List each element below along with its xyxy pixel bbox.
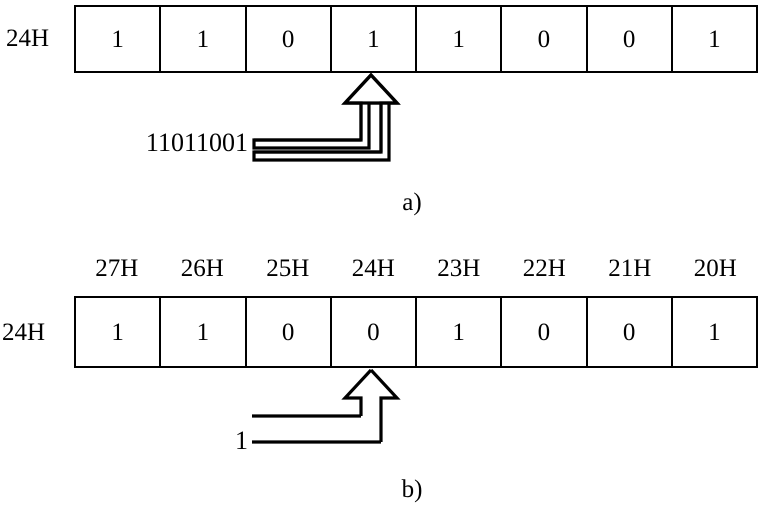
panel-b-row-label: 24H xyxy=(2,319,46,346)
panel-a-arrow-lower-connector xyxy=(252,72,401,162)
panel-a-bit-cell-6: 0 xyxy=(588,7,673,71)
panel-b-bit-cell-6: 0 xyxy=(588,298,673,366)
panel-a-arrow-upper-connector xyxy=(252,72,401,150)
panel-b-bit-cell-1: 1 xyxy=(161,298,247,366)
panel-a-caption: a) xyxy=(402,189,422,216)
panel-b-arrow-right-edge xyxy=(369,368,401,442)
panel-a-byte-table: 1 1 0 1 1 0 0 1 xyxy=(74,5,758,73)
panel-b-bit-cell-2: 0 xyxy=(247,298,332,366)
panel-a-row-label: 24H xyxy=(6,25,50,52)
panel-a-bit-cell-4: 1 xyxy=(417,7,503,71)
panel-a-bit-cell-3: 1 xyxy=(332,7,417,71)
panel-b-bit-cell-3: 0 xyxy=(332,298,417,366)
panel-a-bit-cell-0: 1 xyxy=(76,7,162,71)
panel-a-bit-cell-7: 1 xyxy=(708,25,721,53)
panel-b-address-label-0: 27H xyxy=(95,255,139,282)
panel-a-arrow-right-edge xyxy=(369,73,401,152)
panel-b-arrow-left-edge xyxy=(341,368,373,416)
panel-b-address-label-4: 23H xyxy=(437,255,481,282)
panel-b-bit-cell-0: 1 xyxy=(76,298,162,366)
panel-b-address-label-5: 22H xyxy=(522,255,566,282)
panel-b-address-label-7: 20H xyxy=(693,255,737,282)
panel-a-bit-cell-2: 0 xyxy=(247,7,332,71)
panel-b-address-label-1: 26H xyxy=(180,255,224,282)
panel-b-byte-table: 1 1 0 0 1 0 0 1 xyxy=(74,296,758,368)
panel-b-bit-cell-4: 1 xyxy=(417,298,503,366)
panel-a-source-label: 11011001 xyxy=(145,128,248,157)
panel-b-address-label-3: 24H xyxy=(351,255,395,282)
panel-b-address-header: 27H 26H 25H 24H 23H 22H 21H 20H xyxy=(74,256,758,281)
panel-a-bit-cell-1: 1 xyxy=(161,7,247,71)
panel-b-bit-cell-7: 1 xyxy=(708,318,721,346)
panel-b-caption: b) xyxy=(401,476,423,503)
panel-b-address-label-2: 25H xyxy=(266,255,310,282)
panel-b-source-label: 1 xyxy=(235,426,248,455)
panel-b-address-label-6: 21H xyxy=(608,255,652,282)
panel-a-bit-cell-5: 0 xyxy=(502,7,588,71)
panel-b-bit-cell-5: 0 xyxy=(502,298,588,366)
panel-a-arrow-left-edge xyxy=(341,73,373,140)
